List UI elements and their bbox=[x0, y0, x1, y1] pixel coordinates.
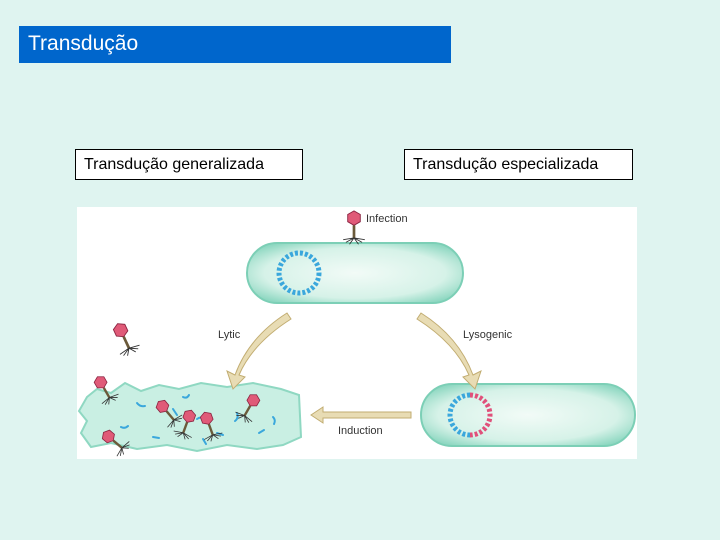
phage-cycle-diagram: Infection Lytic Lysogenic I bbox=[77, 207, 637, 459]
lytic-arrow bbox=[226, 312, 292, 390]
induction-label: Induction bbox=[338, 425, 383, 437]
lytic-label: Lytic bbox=[218, 329, 241, 341]
infected-cell bbox=[246, 242, 464, 304]
phage-icon bbox=[342, 210, 366, 245]
released-phage-icon bbox=[107, 318, 142, 359]
generalized-transduction-label: Transdução generalizada bbox=[75, 149, 303, 180]
specialized-transduction-label: Transdução especializada bbox=[404, 149, 633, 180]
bacterial-chromosome-icon bbox=[276, 250, 322, 296]
title-bar: Transdução bbox=[19, 26, 451, 63]
lysogenic-label: Lysogenic bbox=[463, 329, 513, 341]
prophage-icon bbox=[469, 392, 493, 438]
induction-arrow bbox=[310, 406, 412, 424]
lysed-cell bbox=[77, 371, 303, 459]
lysogenic-arrow bbox=[416, 312, 482, 390]
infection-label: Infection bbox=[366, 213, 408, 225]
lysogenic-cell bbox=[420, 383, 636, 447]
dna-fragments-icon bbox=[120, 394, 276, 445]
page-title: Transdução bbox=[28, 32, 139, 55]
